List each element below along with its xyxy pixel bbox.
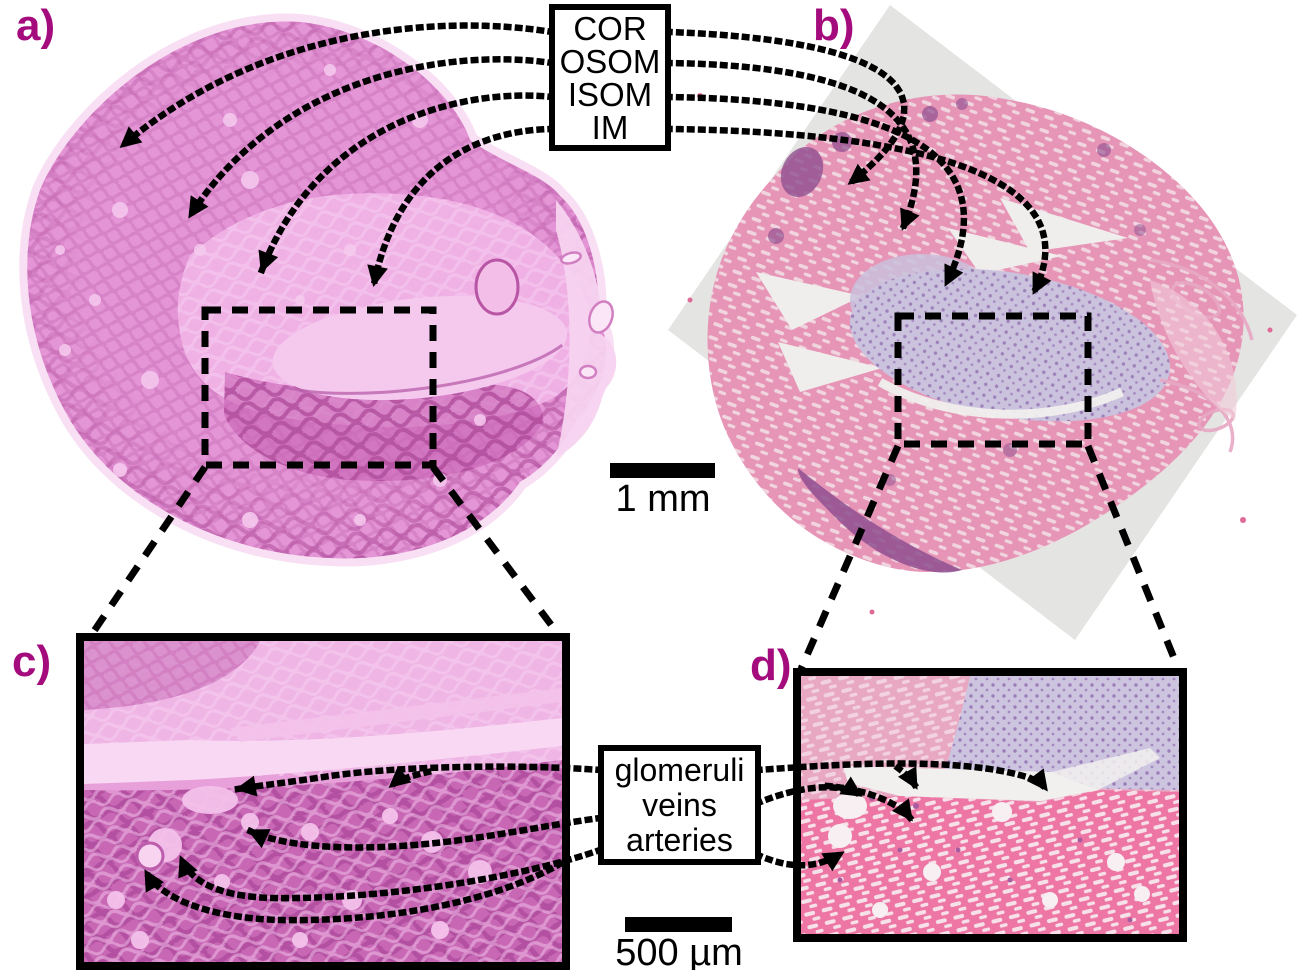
region-label-osom: OSOM <box>559 42 661 80</box>
region-label-isom: ISOM <box>567 75 653 113</box>
scalebar-1mm-label: 1 mm <box>615 478 711 520</box>
panel-label-a: a) <box>16 1 56 50</box>
panel-label-c: c) <box>12 637 52 686</box>
panel-label-d: d) <box>750 641 792 690</box>
panel-label-b: b) <box>813 1 855 50</box>
region-label-cor: COR <box>573 9 647 47</box>
vessel-label-veins: veins <box>642 786 717 823</box>
regions-label-box: COR OSOM ISOM IM <box>549 4 671 151</box>
vessels-label-box: glomeruli veins arteries <box>598 745 761 865</box>
region-label-im: IM <box>591 108 629 146</box>
panel-d-image <box>793 668 1187 942</box>
scalebar-500um <box>625 917 732 932</box>
vessel-label-arteries: arteries <box>626 821 733 858</box>
panel-c-image <box>76 633 570 970</box>
scalebar-500um-label: 500 µm <box>615 932 743 970</box>
vessel-label-glomeruli: glomeruli <box>614 751 745 788</box>
scalebar-1mm <box>610 463 715 478</box>
panel-b-image <box>668 5 1297 640</box>
